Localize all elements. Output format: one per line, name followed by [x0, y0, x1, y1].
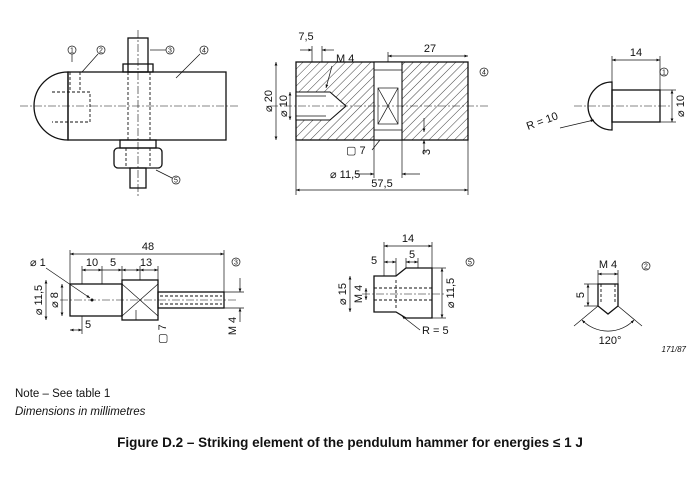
drawing-number: 171/87: [662, 345, 687, 354]
dim-dia-10-body: ⌀ 10: [278, 95, 290, 117]
note-text: Note – See table 1: [15, 388, 111, 400]
dim-48: 48: [142, 241, 154, 253]
dim-dia-20: ⌀ 20: [263, 90, 275, 112]
dim-sq-7-pin: ▢ 7: [157, 324, 169, 344]
dim-dia-11-5-nut: ⌀ 11,5: [445, 278, 457, 308]
body-section-view: 57,5 27 7,5 M 4 ⌀ 20 ⌀ 10 ⌀ 11,5 ▢ 7 3 4: [263, 31, 490, 195]
dim-m4-body: M 4: [336, 53, 354, 65]
figure-caption: Figure D.2 – Striking element of the pen…: [117, 435, 583, 450]
dim-3: 3: [421, 149, 433, 155]
dim-14-nut: 14: [402, 233, 414, 245]
dim-angle-120: 120°: [599, 335, 622, 347]
dim-dia-1-pin: ⌀ 1: [30, 257, 46, 269]
pin-view: 48 10 5 13 ⌀ 1 ⌀ 11,5 ⌀ 8 5 ▢ 7 M 4 3: [30, 241, 244, 344]
dim-7-5: 7,5: [298, 31, 313, 43]
dim-dia-8-pin: ⌀ 8: [49, 292, 61, 308]
technical-drawing: 1 2 3 4 5 57,5 27 7,5: [20, 30, 687, 354]
dim-13-pin: 13: [140, 257, 152, 269]
dim-sq-7-body: ▢ 7: [346, 145, 366, 157]
dim-27: 27: [424, 43, 436, 55]
dim-r-10: R = 10: [525, 110, 560, 132]
callout-4-assembly: 4: [202, 48, 206, 55]
callout-2-assembly: 2: [99, 48, 103, 55]
dim-5-pin-top: 5: [110, 257, 116, 269]
callout-4-body: 4: [482, 70, 486, 77]
screw-view: 5 M 4 120° 2: [573, 259, 651, 347]
callout-5-assembly: 5: [174, 178, 178, 185]
dim-m4-pin: M 4: [227, 317, 239, 335]
dim-dia-10-head: ⌀ 10: [675, 95, 687, 117]
dim-5-screw: 5: [575, 292, 587, 298]
dim-r-5-nut: R = 5: [422, 325, 449, 337]
head-view: 14 ⌀ 10 R = 10 1: [525, 47, 687, 133]
dim-57-5: 57,5: [371, 178, 392, 190]
dim-dia-11-5-body: ⌀ 11,5: [330, 169, 360, 181]
assembly-head: [33, 71, 69, 141]
callout-3-pin: 3: [234, 260, 238, 267]
callout-1-head: 1: [662, 70, 666, 77]
nut-view: 14 5 5 ⌀ 15 M 4 ⌀ 11,5 R = 5 5: [337, 233, 475, 337]
callout-5-nut: 5: [468, 260, 472, 267]
dim-m4-nut: M 4: [353, 285, 365, 303]
callout-1-assembly: 1: [70, 48, 74, 55]
dim-5-nut-b: 5: [409, 249, 415, 261]
dim-5-nut-a: 5: [371, 255, 377, 267]
dim-10-pin: 10: [86, 257, 98, 269]
callout-3-assembly: 3: [168, 48, 172, 55]
units-text: Dimensions in millimetres: [15, 406, 146, 418]
dim-5-pin-bottom: 5: [85, 319, 91, 331]
dim-dia-11-5-pin: ⌀ 11,5: [33, 285, 45, 315]
dim-14-head: 14: [630, 47, 642, 59]
callout-2-screw: 2: [644, 264, 648, 271]
dim-m4-screw: M 4: [599, 259, 617, 271]
assembly-view: 1 2 3 4 5: [20, 30, 240, 196]
dim-dia-15-nut: ⌀ 15: [337, 283, 349, 305]
